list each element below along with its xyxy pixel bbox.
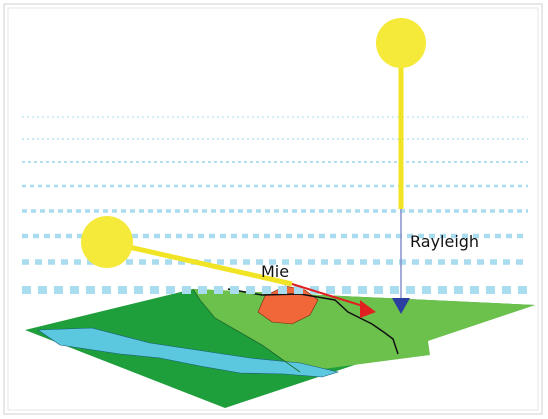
mie-arrowhead <box>360 300 376 318</box>
boundary-line <box>227 288 399 355</box>
region-outline <box>192 288 301 373</box>
ground-plane <box>25 285 535 408</box>
sun-icon <box>376 18 426 68</box>
rayleigh-arrowhead <box>392 298 410 314</box>
mie-beam <box>291 283 364 307</box>
sun-icon <box>81 216 133 268</box>
river <box>37 327 340 378</box>
urban-patch <box>257 285 319 325</box>
rayleigh-label: Rayleigh <box>410 232 479 251</box>
mie-label: Mie <box>261 262 289 281</box>
high-sun-group <box>376 18 426 314</box>
low-sunbeam <box>106 239 293 287</box>
low-sun-group <box>81 216 376 318</box>
